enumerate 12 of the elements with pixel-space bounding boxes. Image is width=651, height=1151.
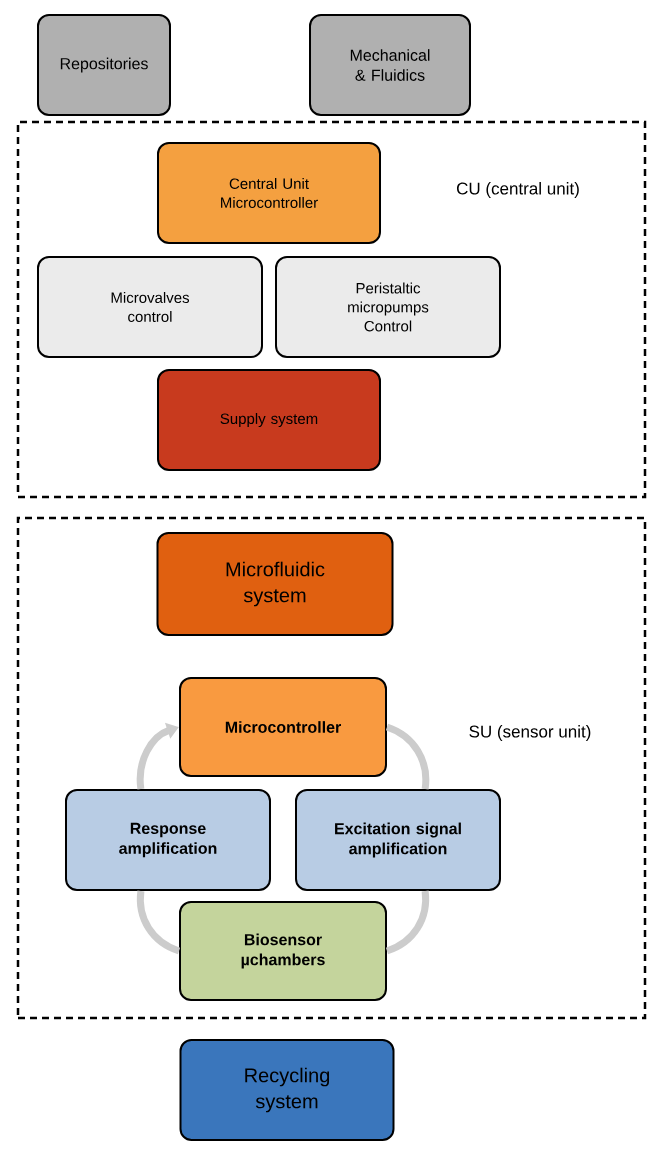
- process-box: Recycling system: [179, 1039, 395, 1141]
- process-box: Response amplification: [65, 789, 271, 891]
- process-box: Microcontroller: [179, 677, 387, 777]
- process-box: Mechanical & Fluidics: [309, 14, 471, 116]
- process-box: Excitation signal amplification: [295, 789, 501, 891]
- process-box: Repositories: [37, 14, 171, 116]
- process-box: Central Unit Microcontroller: [157, 142, 381, 244]
- process-box: Biosensor µchambers: [179, 901, 387, 1001]
- process-box: Peristaltic micropumps Control: [275, 256, 501, 358]
- process-box: Microfluidic system: [156, 532, 394, 636]
- process-box: Supply system: [157, 369, 381, 471]
- process-box: Microvalves control: [37, 256, 263, 358]
